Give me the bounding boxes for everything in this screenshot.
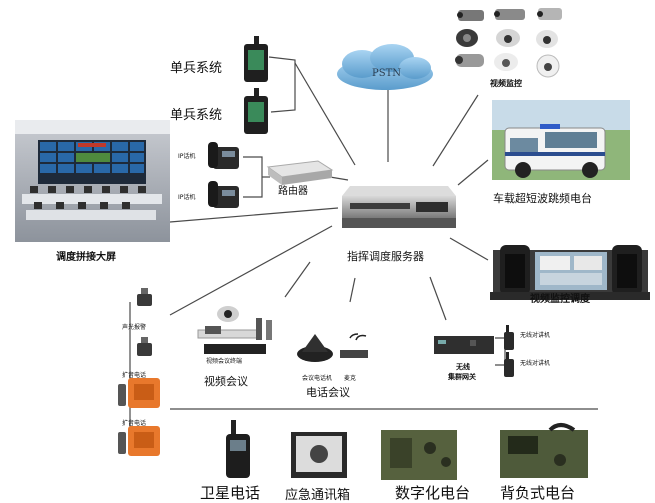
label-server: 指挥调度服务器 bbox=[347, 250, 424, 263]
video-dispatch-console bbox=[490, 245, 650, 300]
label-phone-conference: 电话会议 bbox=[306, 386, 350, 399]
sound-light-alarm-1 bbox=[137, 288, 152, 306]
label-pstn: PSTN bbox=[372, 68, 401, 79]
camera-cluster-icon bbox=[455, 8, 562, 78]
conference-phone bbox=[297, 334, 333, 362]
police-van-photo bbox=[492, 100, 630, 180]
label-conf-phone: 会议电话机 bbox=[302, 375, 333, 382]
label-loudspeaker-1: 扩音电话 bbox=[122, 372, 147, 379]
label-router: 路由器 bbox=[278, 186, 308, 197]
dispatch-server-icon bbox=[342, 186, 456, 228]
sound-light-alarm-2 bbox=[137, 337, 152, 356]
router-icon bbox=[266, 160, 334, 185]
loudspeaker-phone-2 bbox=[118, 426, 160, 456]
ip-phone-2 bbox=[208, 181, 239, 208]
label-video-terminal: 视频会议终端 bbox=[206, 358, 243, 365]
video-conference-terminal bbox=[197, 306, 272, 354]
label-walkie-1: 无线对讲机 bbox=[520, 332, 551, 339]
label-loudspeaker-2: 扩音电话 bbox=[122, 420, 147, 427]
label-wall-screen: 调度拼接大屏 bbox=[56, 252, 116, 263]
walkie-talkie-2 bbox=[504, 352, 514, 377]
digital-radio bbox=[381, 430, 457, 480]
backpack-radio bbox=[500, 423, 588, 478]
walkie-talkie-1 bbox=[504, 325, 514, 350]
label-emergency-box: 应急通讯箱 bbox=[285, 488, 351, 503]
label-satellite-phone: 卫星电话 bbox=[200, 484, 261, 502]
label-soldier-1: 单兵系统 bbox=[170, 61, 223, 76]
label-vehicle-radio: 车载超短波跳频电台 bbox=[493, 192, 592, 205]
label-video-surveillance: 视频监控 bbox=[490, 79, 522, 88]
label-gateway-2: 集群网关 bbox=[448, 373, 476, 381]
gooseneck-microphone bbox=[340, 333, 368, 358]
label-backpack-radio: 背负式电台 bbox=[500, 484, 576, 502]
connection-lines bbox=[129, 56, 598, 450]
loudspeaker-phone-1 bbox=[118, 378, 160, 408]
label-soldier-2: 单兵系统 bbox=[170, 108, 223, 123]
satellite-phone bbox=[226, 420, 250, 478]
pstn-cloud-icon bbox=[337, 44, 433, 90]
label-gateway-1: 无线 bbox=[456, 363, 470, 371]
soldier-device-1 bbox=[244, 36, 268, 82]
label-digital-radio: 数字化电台 bbox=[395, 484, 471, 502]
label-ip-phone-2: IP话机 bbox=[178, 194, 196, 201]
wireless-gateway-device bbox=[434, 336, 494, 354]
dispatch-wall-screen-photo bbox=[15, 120, 170, 242]
label-mic: 麦克 bbox=[344, 375, 357, 382]
label-ip-phone-1: IP话机 bbox=[178, 153, 196, 160]
label-video-console: 视频监控调度 bbox=[530, 294, 590, 305]
emergency-comm-box bbox=[291, 432, 347, 478]
label-walkie-2: 无线对讲机 bbox=[520, 360, 551, 367]
soldier-device-2 bbox=[244, 88, 268, 134]
ip-phone-1 bbox=[208, 142, 239, 169]
label-alarm: 声光报警 bbox=[122, 324, 147, 331]
label-video-conference: 视频会议 bbox=[204, 375, 248, 388]
